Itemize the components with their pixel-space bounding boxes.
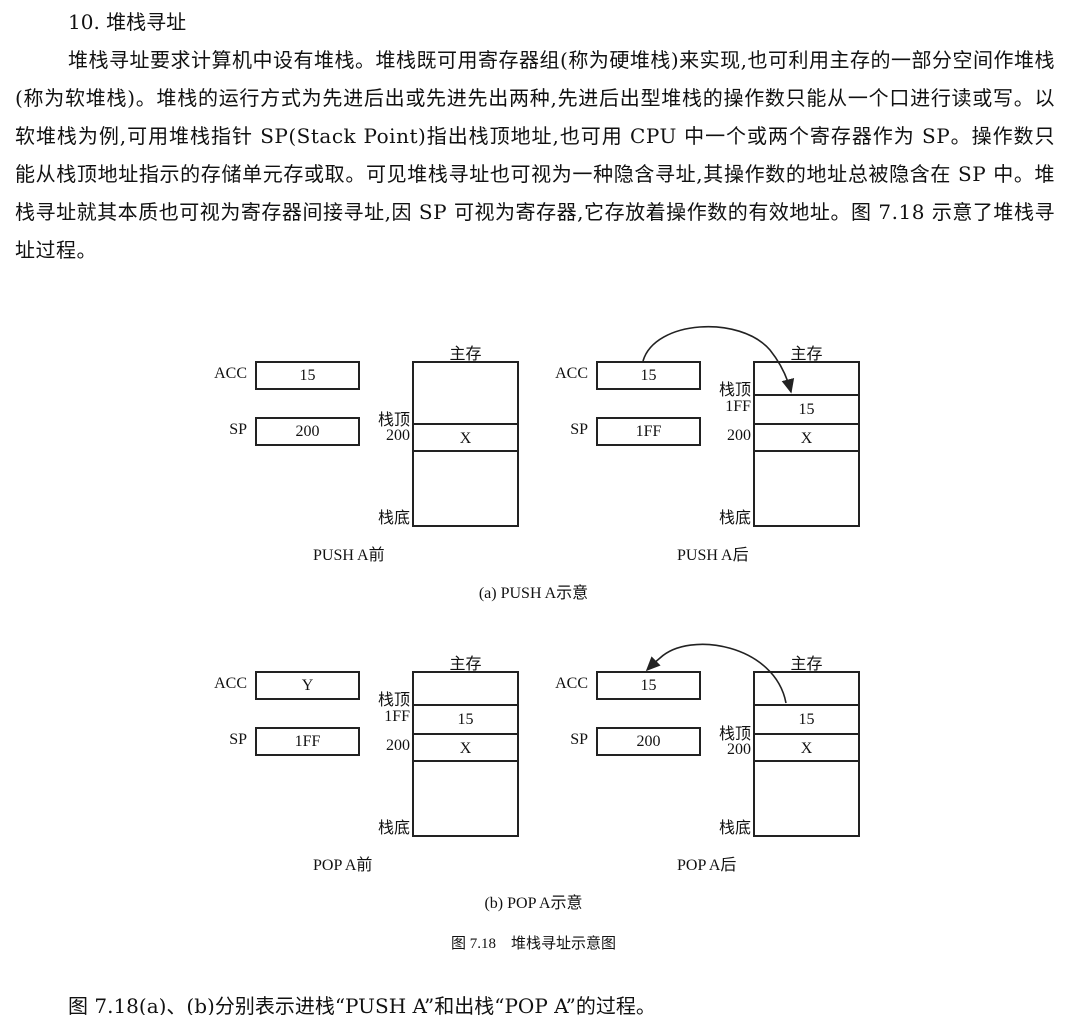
section-heading: 10. 堆栈寻址 xyxy=(68,10,187,34)
memory-title: 主存 xyxy=(449,656,482,673)
acc-label: ACC xyxy=(214,675,247,692)
memory-cell: X xyxy=(755,733,858,762)
closing-sentence: 图 7.18(a)、(b)分别表示进栈“PUSH A”和出栈“POP A”的过程… xyxy=(68,994,656,1015)
pop-after-panel: ACC 15 SP 200 主存 15 X 栈顶 200 栈底 xyxy=(541,650,871,850)
address-label: 200 xyxy=(386,737,410,754)
sp-register: 1FF xyxy=(596,417,701,446)
pop-before-panel: ACC Y SP 1FF 主存 15 X 栈顶 1FF 200 栈底 xyxy=(200,650,530,850)
acc-register: 15 xyxy=(255,361,360,390)
acc-register: 15 xyxy=(596,671,701,700)
memory-block: 15 X xyxy=(412,671,519,837)
stack-top-label: 栈顶 xyxy=(718,382,751,399)
panel-caption: PUSH A后 xyxy=(677,547,749,564)
push-arrow xyxy=(642,325,795,394)
memory-cell: X xyxy=(755,423,858,452)
memory-block: X xyxy=(412,361,519,527)
acc-register: Y xyxy=(255,671,360,700)
memory-cell: 15 xyxy=(755,704,858,733)
panel-caption: PUSH A前 xyxy=(313,547,385,564)
push-before-panel: ACC 15 SP 200 主存 X 栈顶 200 栈底 xyxy=(200,340,530,540)
acc-label: ACC xyxy=(555,365,588,382)
acc-label: ACC xyxy=(214,365,247,382)
memory-block: 15 X xyxy=(753,361,860,527)
address-label: 1FF xyxy=(384,708,410,725)
panel-caption: POP A后 xyxy=(677,857,737,874)
stack-bottom-label: 栈底 xyxy=(718,820,751,837)
stack-bottom-label: 栈底 xyxy=(377,820,410,837)
subfigure-caption-a: (a) PUSH A示意 xyxy=(478,585,589,602)
sp-label: SP xyxy=(570,731,588,748)
stack-top-label: 栈顶 xyxy=(377,692,410,709)
push-after-panel: ACC 15 SP 1FF 主存 15 X 栈顶 1FF 200 栈底 xyxy=(541,340,871,540)
address-label: 200 xyxy=(727,741,751,758)
sp-register: 200 xyxy=(596,727,701,756)
memory-cell: X xyxy=(414,423,517,452)
stack-bottom-label: 栈底 xyxy=(377,510,410,527)
memory-title: 主存 xyxy=(790,656,823,673)
memory-cell: X xyxy=(414,733,517,762)
sp-label: SP xyxy=(229,731,247,748)
memory-cell: 15 xyxy=(755,394,858,423)
address-label: 200 xyxy=(386,427,410,444)
address-label: 1FF xyxy=(725,398,751,415)
memory-title: 主存 xyxy=(790,346,823,363)
figure-caption: 图 7.18 堆栈寻址示意图 xyxy=(450,936,616,952)
subfigure-caption-b: (b) POP A示意 xyxy=(484,895,583,912)
address-label: 200 xyxy=(727,427,751,444)
stack-bottom-label: 栈底 xyxy=(718,510,751,527)
pop-arrow xyxy=(645,643,787,704)
memory-title: 主存 xyxy=(449,346,482,363)
memory-cell: 15 xyxy=(414,704,517,733)
stack-top-label: 栈顶 xyxy=(377,412,410,429)
sp-label: SP xyxy=(570,421,588,438)
acc-label: ACC xyxy=(555,675,588,692)
body-paragraph: 堆栈寻址要求计算机中设有堆栈。堆栈既可用寄存器组(称为硬堆栈)来实现,也可利用主… xyxy=(15,48,1055,262)
sp-label: SP xyxy=(229,421,247,438)
sp-register: 200 xyxy=(255,417,360,446)
memory-block: 15 X xyxy=(753,671,860,837)
stack-top-label: 栈顶 xyxy=(718,726,751,743)
acc-register: 15 xyxy=(596,361,701,390)
sp-register: 1FF xyxy=(255,727,360,756)
panel-caption: POP A前 xyxy=(313,857,373,874)
